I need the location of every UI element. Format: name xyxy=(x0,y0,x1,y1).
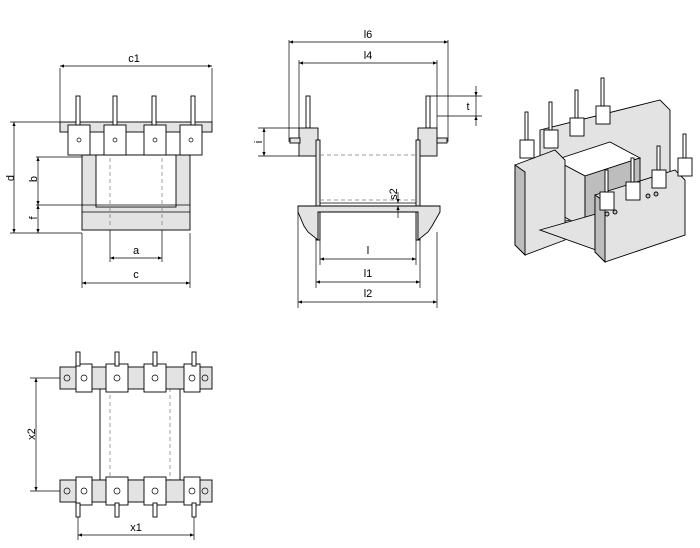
dim-f: f xyxy=(28,205,40,233)
dim-l2-label: l2 xyxy=(364,288,373,300)
dim-c-label: c xyxy=(133,269,139,281)
dim-c1-label: c1 xyxy=(128,53,140,65)
dim-x2: x2 xyxy=(26,378,38,491)
isometric-view xyxy=(514,77,693,264)
dim-i: i xyxy=(253,127,266,156)
dim-l: l xyxy=(320,245,416,261)
dim-b: b xyxy=(28,157,40,205)
dim-t: t xyxy=(466,86,478,126)
dim-l4: l4 xyxy=(299,50,437,65)
dim-t-label: t xyxy=(466,101,469,113)
dim-l6-label: l6 xyxy=(364,29,373,41)
dim-s2-label: s2 xyxy=(388,188,400,200)
dim-l1-label: l1 xyxy=(364,268,373,280)
dim-d: d xyxy=(5,122,17,233)
dim-x1: x1 xyxy=(78,522,194,537)
dim-l1: l1 xyxy=(316,268,420,284)
dim-d-label: d xyxy=(5,175,17,181)
dim-b-label: b xyxy=(28,176,40,182)
dim-l4-label: l4 xyxy=(364,50,373,62)
dim-l6: l6 xyxy=(289,29,448,44)
dim-l2: l2 xyxy=(298,288,437,304)
dim-a-label: a xyxy=(133,245,140,257)
dim-f-label: f xyxy=(28,216,40,220)
top-view xyxy=(30,351,213,540)
dim-x1-label: x1 xyxy=(130,522,142,534)
dim-x2-label: x2 xyxy=(26,428,38,440)
side-view xyxy=(258,40,482,308)
dim-s2: s2 xyxy=(388,188,400,218)
dim-c1: c1 xyxy=(60,53,212,68)
dim-c: c xyxy=(82,269,190,285)
dim-i-label: i xyxy=(253,141,265,143)
front-view xyxy=(10,68,213,288)
dim-l-label: l xyxy=(367,245,369,257)
dim-a: a xyxy=(110,245,162,260)
